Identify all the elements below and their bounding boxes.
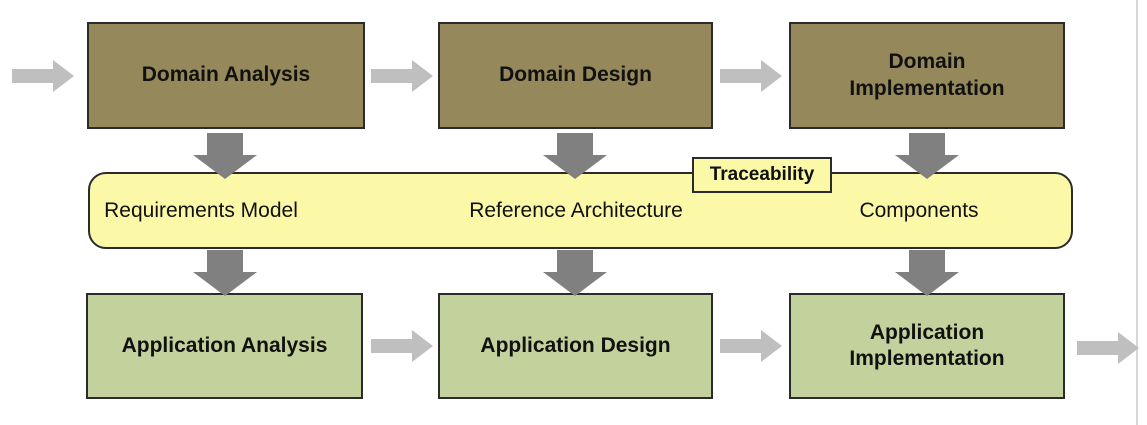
application-design-to-implementation-arrow-icon [720,330,782,362]
band-label-reference-architecture: Reference Architecture [469,199,683,222]
box-domain-design-label: Domain Design [499,63,652,87]
domain-design-down-arrow-icon [543,133,607,179]
box-application-implementation-label: Application Implementation [849,320,1005,370]
domain-analysis-to-design-arrow-icon [371,60,433,92]
box-application-design: Application Design [438,293,713,399]
box-application-implementation: Application Implementation [789,293,1065,399]
requirements-model-down-arrow-icon [193,250,257,296]
box-application-analysis: Application Analysis [86,293,363,399]
page-edge-line [1136,0,1138,425]
domain-analysis-down-arrow-icon [193,133,257,179]
box-domain-design: Domain Design [438,22,713,129]
components-down-arrow-icon [895,250,959,296]
band-label-components: Components [859,199,979,222]
domain-implementation-down-arrow-icon [895,133,959,179]
box-domain-analysis: Domain Analysis [87,22,365,129]
traceability-tag: Traceability [692,157,832,193]
traceability-tag-label: Traceability [709,164,815,185]
flow-in-arrow-icon [12,60,74,92]
box-application-analysis-label: Application Analysis [121,333,328,357]
box-domain-implementation-label: Domain Implementation [849,50,1005,100]
box-application-design-label: Application Design [480,333,671,357]
domain-design-to-implementation-arrow-icon [720,60,782,92]
box-domain-analysis-label: Domain Analysis [141,63,311,87]
artifacts-band [88,172,1073,249]
box-domain-implementation: Domain Implementation [789,22,1065,129]
reference-architecture-down-arrow-icon [543,250,607,296]
application-analysis-to-design-arrow-icon [371,330,433,362]
flow-out-arrow-icon [1077,332,1139,364]
band-label-requirements-model: Requirements Model [104,199,298,222]
